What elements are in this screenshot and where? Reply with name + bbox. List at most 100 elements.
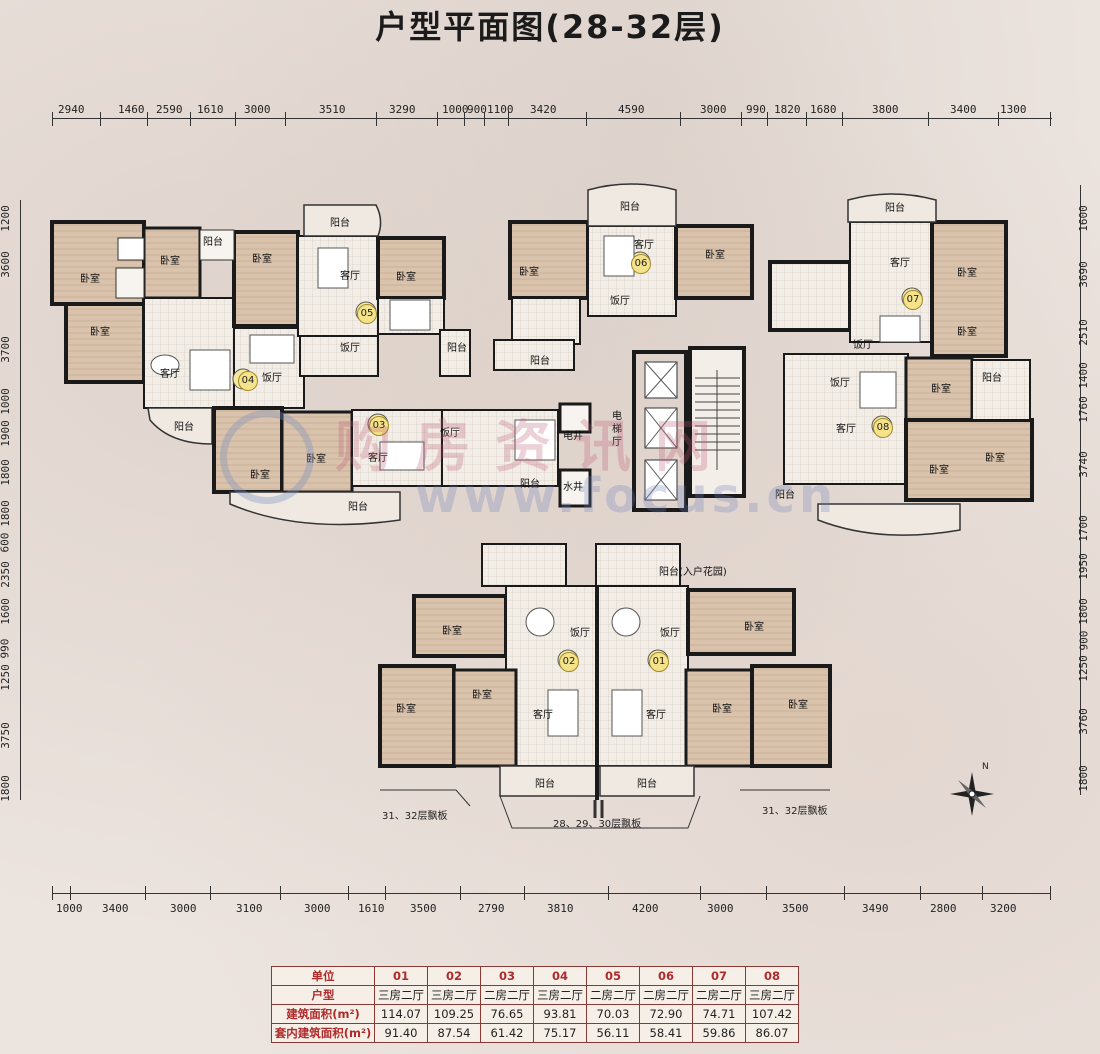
top-dim: 2590 bbox=[156, 103, 183, 116]
room-label-bedroom: 卧室 bbox=[396, 272, 416, 283]
top-dim: 2940 bbox=[58, 103, 85, 116]
room-label-bedroom: 卧室 bbox=[80, 274, 100, 285]
bottom-dim: 2790 bbox=[478, 902, 505, 915]
bottom-dim: 3000 bbox=[304, 902, 331, 915]
bottom-dim: 3000 bbox=[170, 902, 197, 915]
table-cell: 二房二厅 bbox=[692, 985, 746, 1005]
room-label-living: 客厅 bbox=[368, 453, 388, 464]
bottom-dim: 3500 bbox=[782, 902, 809, 915]
room-label-bedroom: 卧室 bbox=[306, 454, 326, 465]
table-cell: 01 bbox=[374, 966, 428, 986]
building-core bbox=[558, 346, 746, 512]
room-label-balcony: 阳台 bbox=[530, 356, 550, 367]
table-row: 套内建筑面积(m²) 91.40 87.54 61.42 75.17 56.11… bbox=[271, 1023, 799, 1043]
canopy-note-center: 28、29、30层飘板 bbox=[553, 819, 642, 830]
room-label-bedroom: 卧室 bbox=[744, 622, 764, 633]
room-label-bedroom: 卧室 bbox=[957, 327, 977, 338]
table-row: 建筑面积(m²) 114.07 109.25 76.65 93.81 70.03… bbox=[271, 1004, 799, 1024]
room-label-dining: 饭厅 bbox=[570, 628, 590, 639]
unit-05 bbox=[199, 204, 471, 377]
table-cell: 三房二厅 bbox=[427, 985, 481, 1005]
room-label-bedroom: 卧室 bbox=[160, 256, 180, 267]
unit-07 bbox=[768, 193, 1008, 358]
top-dim: 3420 bbox=[530, 103, 557, 116]
area-table: 单位 01 02 03 04 05 06 07 08 户型 三房二厅 三房二厅 … bbox=[271, 966, 799, 1043]
room-label-living: 客厅 bbox=[533, 710, 553, 721]
top-dim: 1000 bbox=[442, 103, 469, 116]
top-dim: 3290 bbox=[389, 103, 416, 116]
unit-badge-04: 04 bbox=[238, 371, 258, 391]
bottom-dim: 1610 bbox=[358, 902, 385, 915]
top-dim: 3000 bbox=[244, 103, 271, 116]
room-label-bedroom: 卧室 bbox=[442, 626, 462, 637]
unit-badge-02: 02 bbox=[559, 652, 579, 672]
room-label-bedroom: 卧室 bbox=[519, 267, 539, 278]
table-row: 单位 01 02 03 04 05 06 07 08 bbox=[271, 966, 799, 986]
table-cell: 二房二厅 bbox=[480, 985, 534, 1005]
top-dim: 3800 bbox=[872, 103, 899, 116]
top-dim: 1460 bbox=[118, 103, 145, 116]
room-label-dining: 饭厅 bbox=[853, 340, 873, 351]
table-cell: 02 bbox=[427, 966, 481, 986]
room-label-balcony: 阳台 bbox=[775, 490, 795, 501]
room-label-bedroom: 卧室 bbox=[931, 384, 951, 395]
room-label-balcony: 阳台 bbox=[885, 203, 905, 214]
canopy-note-left: 31、32层飘板 bbox=[382, 811, 448, 822]
table-cell: 91.40 bbox=[374, 1023, 428, 1043]
unit-badge-06: 06 bbox=[631, 254, 651, 274]
table-cell: 二房二厅 bbox=[586, 985, 640, 1005]
room-label-dining: 饭厅 bbox=[440, 428, 460, 439]
table-cell: 07 bbox=[692, 966, 746, 986]
table-cell: 三房二厅 bbox=[745, 985, 799, 1005]
room-label-balcony: 阳台 bbox=[637, 779, 657, 790]
room-label-bedroom: 卧室 bbox=[788, 700, 808, 711]
room-label-balcony: 阳台 bbox=[982, 373, 1002, 384]
room-label-bedroom: 卧室 bbox=[705, 250, 725, 261]
room-label-balcony: 阳台 bbox=[535, 779, 555, 790]
room-label-balcony: 阳台 bbox=[520, 479, 540, 490]
top-dimension-line bbox=[52, 118, 1052, 119]
room-label-balcony: 阳台 bbox=[330, 218, 350, 229]
room-label-dining: 饭厅 bbox=[262, 373, 282, 384]
unit-04 bbox=[50, 220, 305, 445]
unit-01 bbox=[595, 543, 832, 800]
water-shaft-label: 水井 bbox=[563, 482, 583, 493]
room-label-balcony: 阳台 bbox=[174, 422, 194, 433]
top-dim: 1820 bbox=[774, 103, 801, 116]
row-label: 套内建筑面积(m²) bbox=[271, 1023, 375, 1043]
room-label-living: 客厅 bbox=[646, 710, 666, 721]
elevator-hall-label: 电梯厅 bbox=[612, 411, 622, 448]
table-cell: 04 bbox=[533, 966, 587, 986]
top-dim: 3400 bbox=[950, 103, 977, 116]
table-cell: 59.86 bbox=[692, 1023, 746, 1043]
table-cell: 75.17 bbox=[533, 1023, 587, 1043]
table-cell: 74.71 bbox=[692, 1004, 746, 1024]
bottom-dim: 3000 bbox=[707, 902, 734, 915]
canopy-outlines bbox=[380, 789, 830, 829]
unit-badge-08: 08 bbox=[873, 418, 893, 438]
top-dim: 990 bbox=[746, 103, 766, 116]
room-label-dining: 饭厅 bbox=[830, 378, 850, 389]
room-label-bedroom: 卧室 bbox=[90, 327, 110, 338]
table-cell: 06 bbox=[639, 966, 693, 986]
row-label: 户型 bbox=[271, 985, 375, 1005]
bottom-dim: 3500 bbox=[410, 902, 437, 915]
top-dim: 1300 bbox=[1000, 103, 1027, 116]
right-dimension-line bbox=[1080, 185, 1081, 795]
top-dim: 4590 bbox=[618, 103, 645, 116]
room-label-balcony: 阳台 bbox=[447, 343, 467, 354]
bottom-dim: 3200 bbox=[990, 902, 1017, 915]
table-cell: 05 bbox=[586, 966, 640, 986]
room-label-bedroom: 卧室 bbox=[252, 254, 272, 265]
table-cell: 56.11 bbox=[586, 1023, 640, 1043]
top-dimension-row: 2940 1460 2590 1610 3000 3510 3290 1000 … bbox=[0, 103, 1100, 117]
table-row: 户型 三房二厅 三房二厅 二房二厅 三房二厅 二房二厅 二房二厅 二房二厅 三房… bbox=[271, 985, 799, 1005]
unit-badge-07: 07 bbox=[903, 290, 923, 310]
table-cell: 三房二厅 bbox=[533, 985, 587, 1005]
room-label-living: 客厅 bbox=[340, 271, 360, 282]
page-title: 户型平面图(28-32层) bbox=[375, 8, 725, 46]
table-cell: 03 bbox=[480, 966, 534, 986]
room-label-dining: 饭厅 bbox=[610, 296, 630, 307]
room-label-living: 客厅 bbox=[890, 258, 910, 269]
elec-shaft-label: 电井 bbox=[563, 431, 583, 442]
